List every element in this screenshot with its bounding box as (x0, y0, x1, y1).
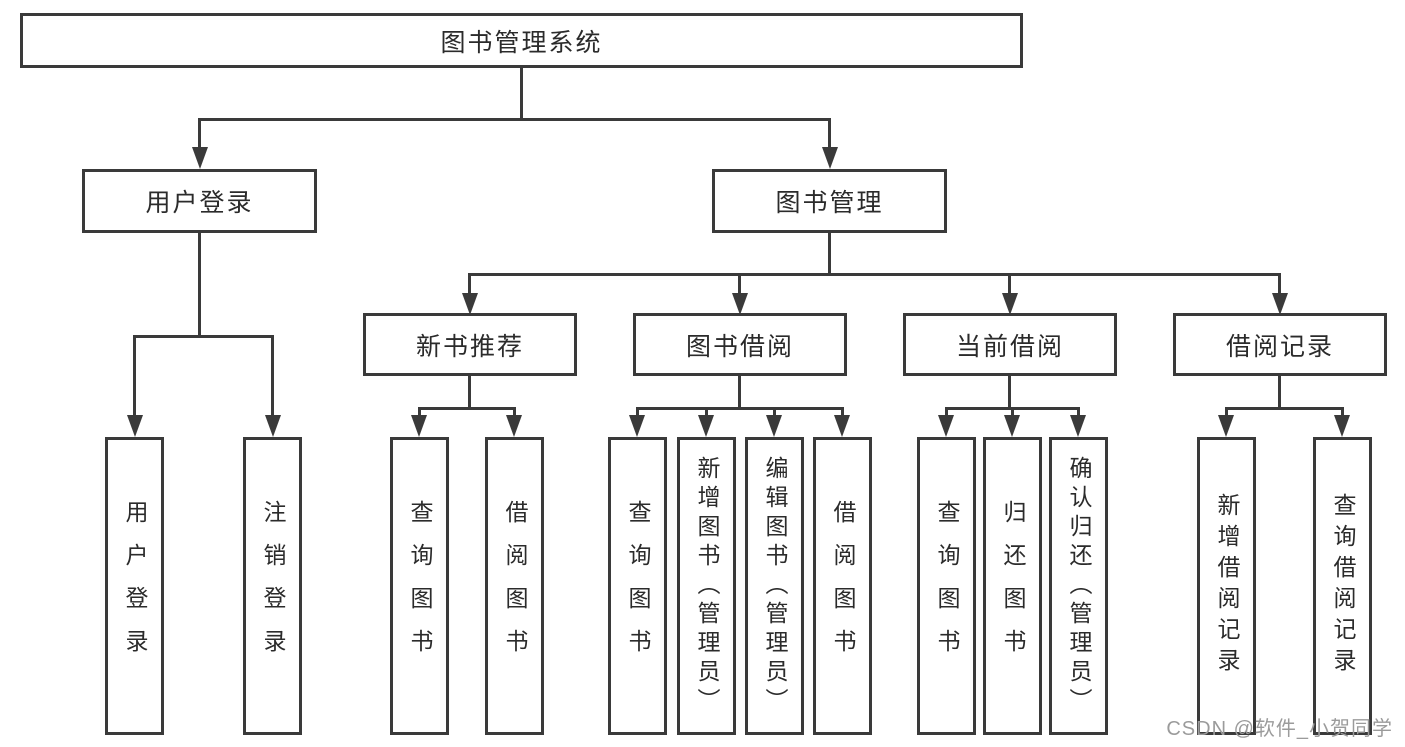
connector-records-vline (1278, 376, 1281, 407)
connector-borrow-hbar (636, 407, 844, 410)
node-book-mgmt: 图书管理 (712, 169, 947, 233)
connector-borrow-c3-stub (773, 407, 776, 419)
arrow-down-leaf-logout (265, 415, 281, 437)
connector-current-vline (1008, 376, 1011, 407)
node-leaf-add-books-admin: 新增图书（管理员） (677, 437, 736, 735)
node-leaf-return-books: 归还图书 (983, 437, 1042, 735)
connector-bookmgmt-hbar (468, 273, 1281, 276)
node-root: 图书管理系统 (20, 13, 1023, 68)
arrow-down-userlogin (192, 147, 208, 169)
node-book-borrow-label: 图书借阅 (685, 332, 794, 361)
node-user-login-label: 用户登录 (145, 189, 254, 217)
connector-userlogin-vline (198, 233, 201, 335)
arrow-down-current-c2 (1004, 415, 1020, 437)
connector-newrec-c2-stub (513, 407, 516, 419)
arrow-down-borrow-c2 (698, 415, 714, 437)
arrow-down-bookmgmt (822, 147, 838, 169)
node-leaf-borrow-query-books-label: 查询图书 (625, 500, 651, 672)
node-leaf-current-query-books-label: 查询图书 (934, 500, 960, 672)
node-leaf-add-borrow-record: 新增借阅记录 (1197, 437, 1256, 735)
arrow-down-records-c2 (1334, 415, 1350, 437)
node-leaf-logout-label: 注销登录 (260, 500, 286, 672)
node-leaf-borrow-borrow-books: 借阅图书 (813, 437, 872, 735)
connector-current-c1-stub (945, 407, 948, 419)
node-current-borrow: 当前借阅 (903, 313, 1117, 376)
connector-bookmgmt-vline (828, 233, 831, 273)
connector-userlogin-hbar (133, 335, 274, 338)
arrow-down-borrow-c4 (834, 415, 850, 437)
node-leaf-edit-books-admin-label: 编辑图书（管理员） (762, 455, 788, 717)
connector-records-hbar (1225, 407, 1343, 410)
node-book-borrow: 图书借阅 (633, 313, 847, 376)
node-leaf-newrec-query-books: 查询图书 (390, 437, 449, 735)
node-new-book-rec-label: 新书推荐 (415, 332, 524, 361)
connector-root-hbar (198, 118, 831, 121)
node-leaf-confirm-return-admin: 确认归还（管理员） (1049, 437, 1108, 735)
connector-newrec-vline (468, 376, 471, 407)
node-leaf-newrec-borrow-books: 借阅图书 (485, 437, 544, 735)
node-leaf-add-borrow-record-label: 新增借阅记录 (1214, 493, 1240, 679)
arrow-down-newrec (462, 293, 478, 315)
node-leaf-borrow-query-books: 查询图书 (608, 437, 667, 735)
connector-current-stub (1008, 273, 1011, 297)
connector-records-c1-stub (1225, 407, 1228, 419)
node-leaf-return-books-label: 归还图书 (1000, 500, 1026, 672)
node-leaf-logout: 注销登录 (243, 437, 302, 735)
arrow-down-borrow (732, 293, 748, 315)
connector-borrow-c4-stub (841, 407, 844, 419)
connector-root-vline (520, 68, 523, 118)
node-leaf-newrec-borrow-books-label: 借阅图书 (502, 500, 528, 672)
arrow-down-records-c1 (1218, 415, 1234, 437)
node-new-book-rec: 新书推荐 (363, 313, 577, 376)
connector-leaf-login-stub (133, 335, 136, 419)
node-leaf-query-borrow-record: 查询借阅记录 (1313, 437, 1372, 735)
node-leaf-edit-books-admin: 编辑图书（管理员） (745, 437, 804, 735)
node-leaf-user-login-label: 用户登录 (122, 500, 148, 672)
connector-borrow-stub (738, 273, 741, 297)
connector-borrow-c1-stub (636, 407, 639, 419)
connector-current-c2-stub (1011, 407, 1014, 419)
arrow-down-newrec-c1 (411, 415, 427, 437)
arrow-down-borrow-c1 (629, 415, 645, 437)
node-leaf-newrec-query-books-label: 查询图书 (407, 500, 433, 672)
connector-borrow-vline (738, 376, 741, 407)
connector-records-stub (1278, 273, 1281, 297)
connector-bookmgmt-stub (828, 118, 831, 151)
connector-newrec-c1-stub (418, 407, 421, 419)
node-book-mgmt-label: 图书管理 (775, 189, 884, 217)
arrow-down-records (1272, 293, 1288, 315)
connector-current-c3-stub (1077, 407, 1080, 419)
node-root-label: 图书管理系统 (440, 28, 603, 57)
node-leaf-user-login: 用户登录 (105, 437, 164, 735)
connector-newrec-hbar (418, 407, 516, 410)
node-leaf-add-books-admin-label: 新增图书（管理员） (694, 455, 720, 717)
node-borrow-records-label: 借阅记录 (1225, 332, 1334, 361)
connector-newrec-stub (468, 273, 471, 297)
connector-leaf-logout-stub (271, 335, 274, 419)
arrow-down-leaf-login (127, 415, 143, 437)
arrow-down-newrec-c2 (506, 415, 522, 437)
node-user-login: 用户登录 (82, 169, 317, 233)
node-leaf-confirm-return-admin-label: 确认归还（管理员） (1066, 455, 1092, 717)
node-current-borrow-label: 当前借阅 (955, 332, 1064, 361)
connector-userlogin-stub (198, 118, 201, 151)
connector-borrow-c2-stub (705, 407, 708, 419)
arrow-down-current (1002, 293, 1018, 315)
arrow-down-current-c1 (938, 415, 954, 437)
node-leaf-query-borrow-record-label: 查询借阅记录 (1330, 493, 1356, 679)
node-leaf-current-query-books: 查询图书 (917, 437, 976, 735)
node-borrow-records: 借阅记录 (1173, 313, 1387, 376)
connector-records-c2-stub (1341, 407, 1344, 419)
csdn-watermark: CSDN @软件_小贺同学 (1166, 718, 1393, 740)
node-leaf-borrow-borrow-books-label: 借阅图书 (830, 500, 856, 672)
arrow-down-current-c3 (1070, 415, 1086, 437)
arrow-down-borrow-c3 (766, 415, 782, 437)
